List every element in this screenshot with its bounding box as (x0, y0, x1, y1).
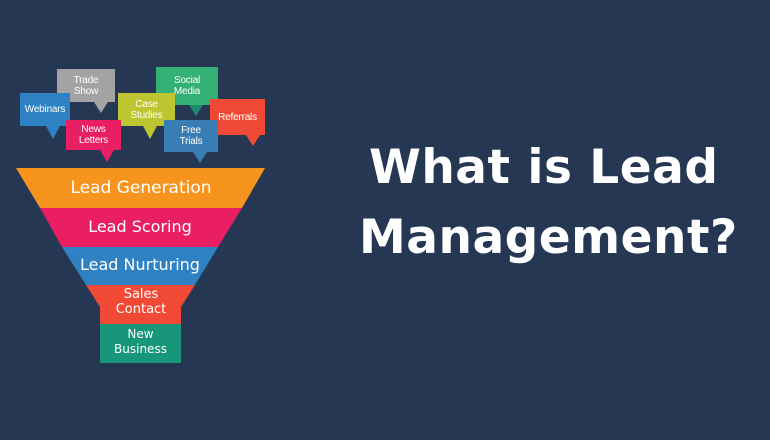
funnel-band-lead-nurturing (62, 247, 218, 285)
bubble-tail-icon (189, 105, 203, 116)
bubble-webinars: Webinars (20, 93, 70, 139)
bubble-tail-icon (246, 135, 260, 146)
bubble-tail-icon (143, 126, 157, 139)
bubble-label: News Letters (78, 124, 109, 146)
page-title-line-2: Management? (359, 210, 738, 265)
bubble-news-letters: News Letters (66, 120, 121, 162)
funnel-band-new-business (100, 324, 181, 363)
funnel-label-lead-nurturing: Lead Nurturing (80, 255, 200, 274)
bubble-tail-icon (100, 150, 114, 162)
bubble-label: Free Trials (179, 125, 203, 147)
bubble-free-trials: Free Trials (164, 120, 218, 163)
funnel-band-lead-generation (16, 168, 265, 208)
funnel-label-new-business: New Business (114, 327, 167, 356)
funnel-label-lead-scoring: Lead Scoring (88, 217, 192, 236)
bubble-label: Webinars (24, 104, 66, 115)
bubble-trade-show: Trade Show (57, 69, 115, 113)
bubble-tail-icon (94, 102, 108, 113)
funnel-band-sales-contact (86, 285, 195, 324)
bubble-label: Case Studies (130, 98, 163, 121)
bubble-referrals: Referrals (210, 99, 265, 146)
bubble-label: Trade Show (73, 74, 99, 97)
bubble-tail-icon (193, 152, 207, 163)
page-title-line-1: What is Lead (369, 140, 719, 195)
funnel-label-sales-contact: Sales Contact (115, 287, 167, 317)
bubble-label: Referrals (218, 111, 257, 123)
bubble-tail-icon (46, 126, 60, 139)
funnel-label-lead-generation: Lead Generation (70, 178, 212, 198)
funnel-band-lead-scoring (40, 208, 242, 247)
bubble-label: Social Media (173, 75, 201, 97)
